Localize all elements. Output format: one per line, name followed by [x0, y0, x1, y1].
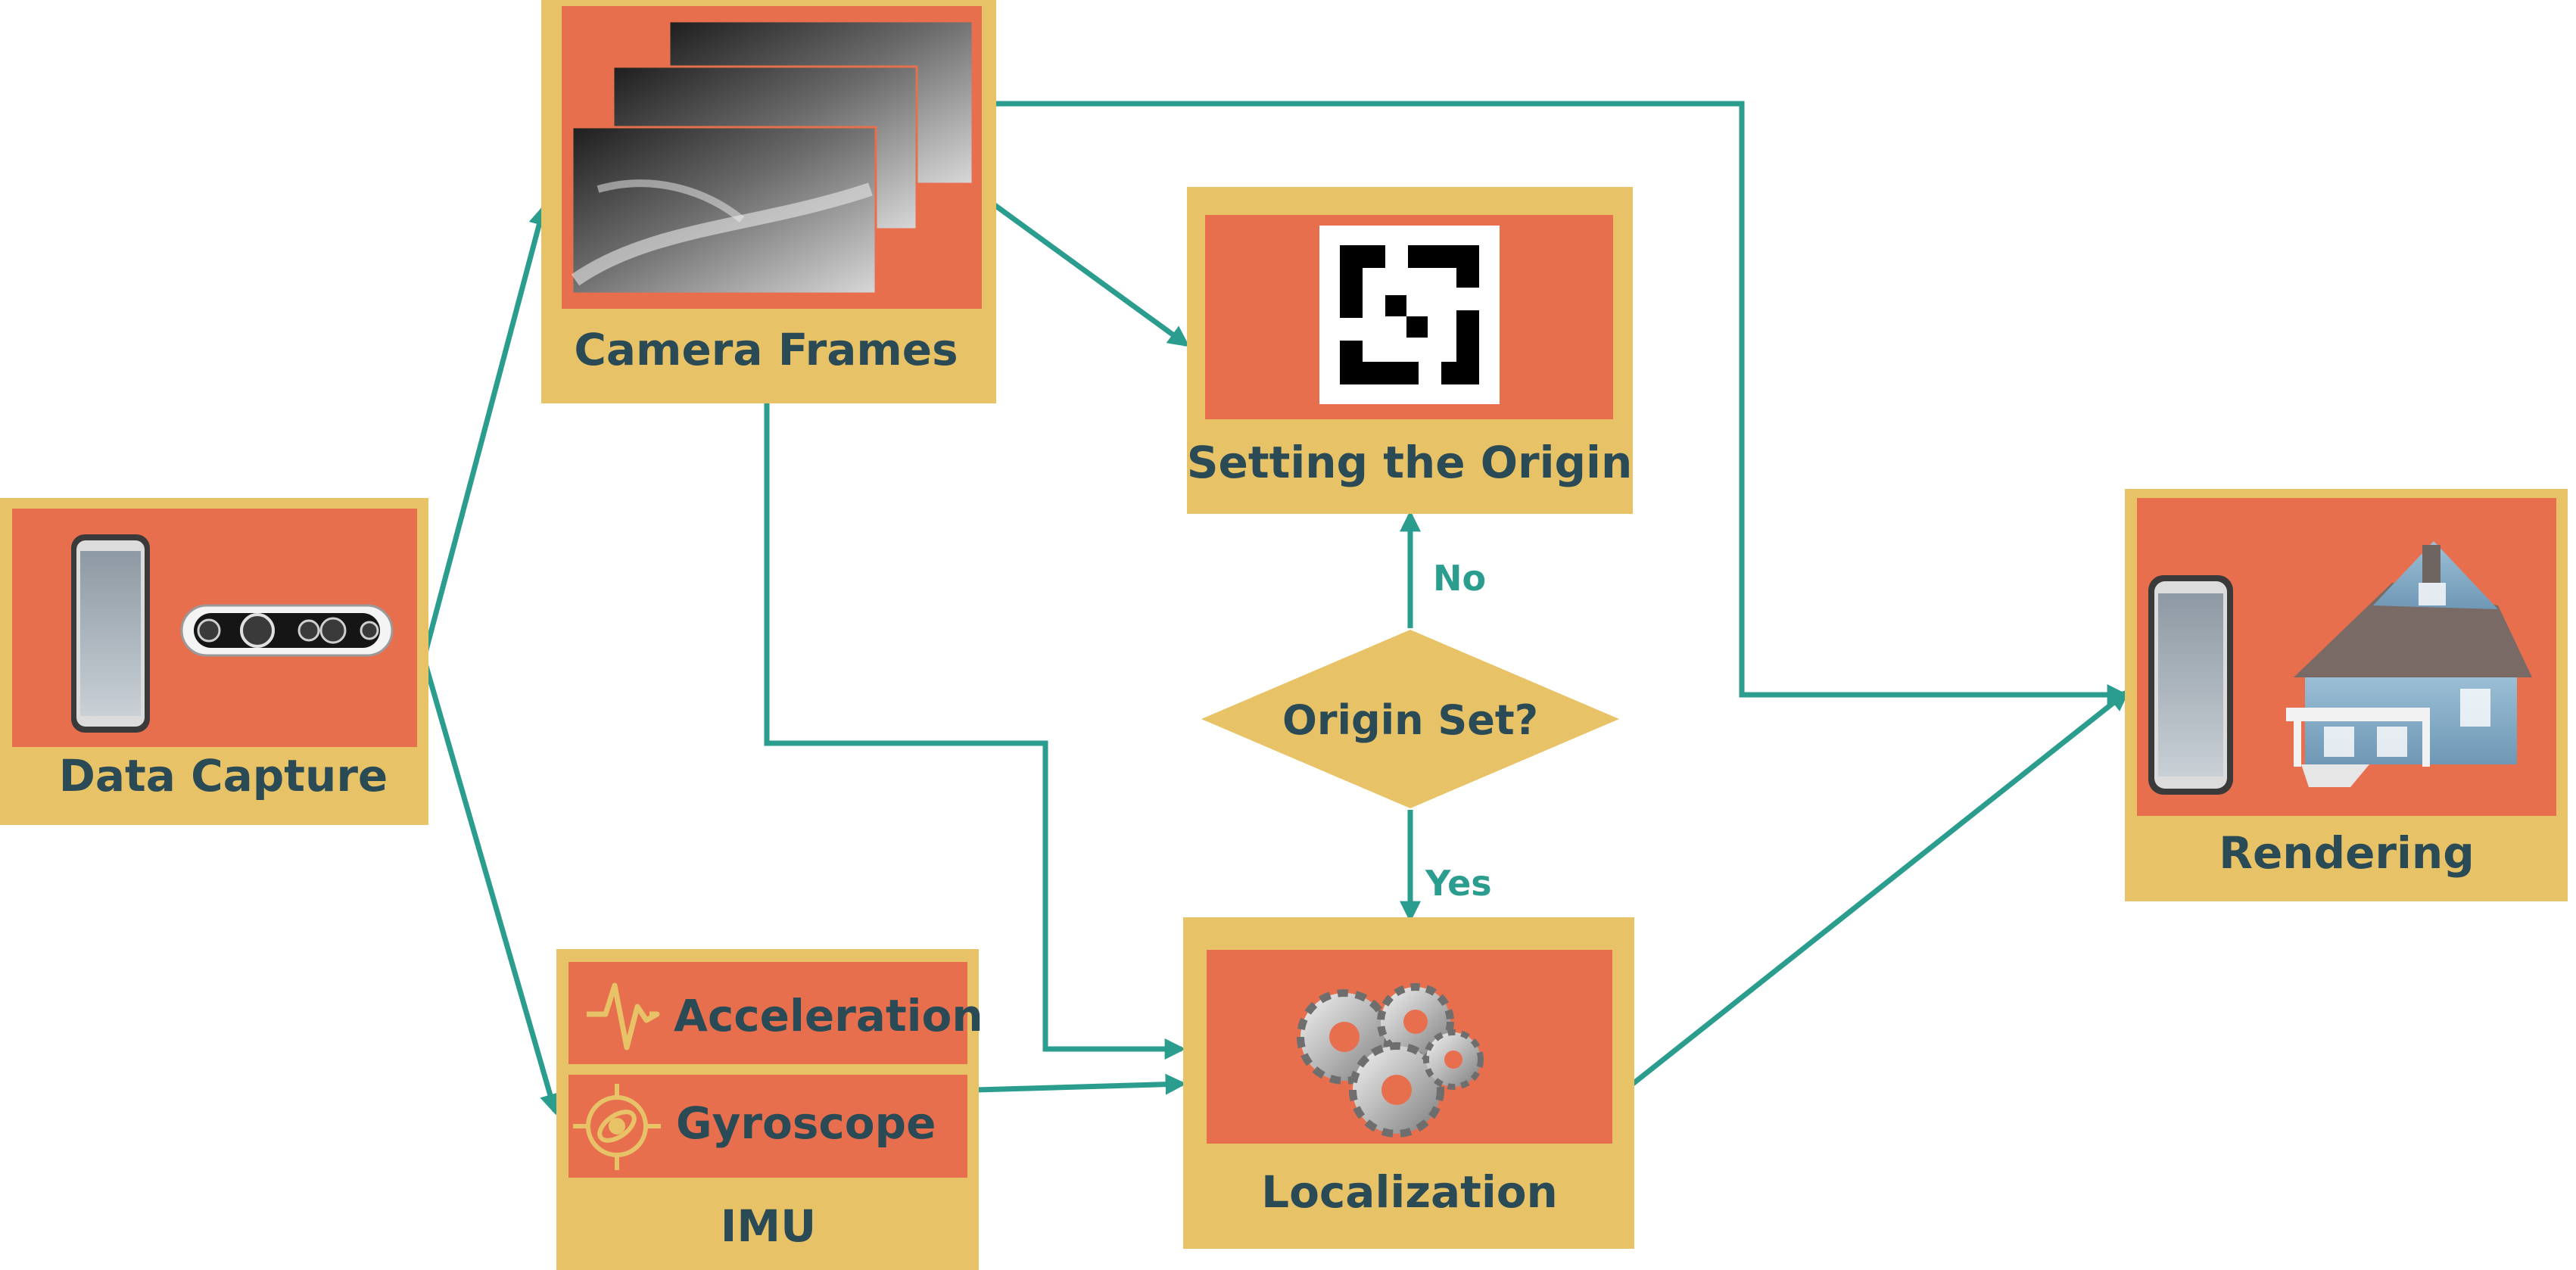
house-icon: [2286, 541, 2532, 787]
connectors: No Yes: [421, 101, 2130, 1116]
node-label-camera-frames: Camera Frames: [574, 324, 958, 375]
tablet-icon: [71, 534, 150, 733]
tablet-icon: [2148, 575, 2233, 795]
node-setting-origin: Setting the Origin: [1187, 187, 1633, 514]
imu-row-gyroscope: Gyroscope: [676, 1097, 936, 1149]
arrow-camera-to-rendering: [992, 101, 2129, 705]
depth-camera-icon: [180, 604, 394, 657]
node-label-data-capture: Data Capture: [59, 750, 388, 802]
arrow-capture-to-imu: [421, 658, 561, 1116]
edge-label-no: No: [1433, 558, 1486, 599]
arrow-imu-to-localization: [976, 1073, 1187, 1095]
fiducial-marker-icon: [1319, 226, 1500, 404]
arrow-camera-to-origin: [989, 201, 1190, 347]
node-rendering: Rendering: [2125, 489, 2568, 901]
node-label-imu: IMU: [721, 1200, 816, 1252]
node-origin-set-decision: Origin Set?: [1201, 630, 1619, 808]
waveform-icon: [587, 982, 660, 1051]
edge-label-yes: Yes: [1425, 863, 1492, 904]
gears-icon: [1297, 983, 1484, 1138]
node-label-rendering: Rendering: [2219, 827, 2474, 879]
arrow-camera-to-localization: [764, 401, 1186, 1060]
node-localization: Localization: [1183, 917, 1634, 1249]
node-data-capture: Data Capture: [0, 498, 428, 825]
gyroscope-icon: [573, 1084, 661, 1170]
imu-row-acceleration: Acceleration: [674, 990, 983, 1041]
node-label-origin-set: Origin Set?: [1282, 696, 1538, 744]
arrow-localization-to-rendering: [1631, 689, 2130, 1086]
arrow-capture-to-camera: [421, 204, 550, 659]
node-camera-frames: Camera Frames: [541, 0, 996, 403]
node-label-localization: Localization: [1261, 1166, 1558, 1218]
node-imu: Acceleration Gyroscope IMU: [556, 949, 983, 1270]
node-label-setting-origin: Setting the Origin: [1187, 437, 1632, 488]
camera-frames-icon: [571, 20, 974, 295]
